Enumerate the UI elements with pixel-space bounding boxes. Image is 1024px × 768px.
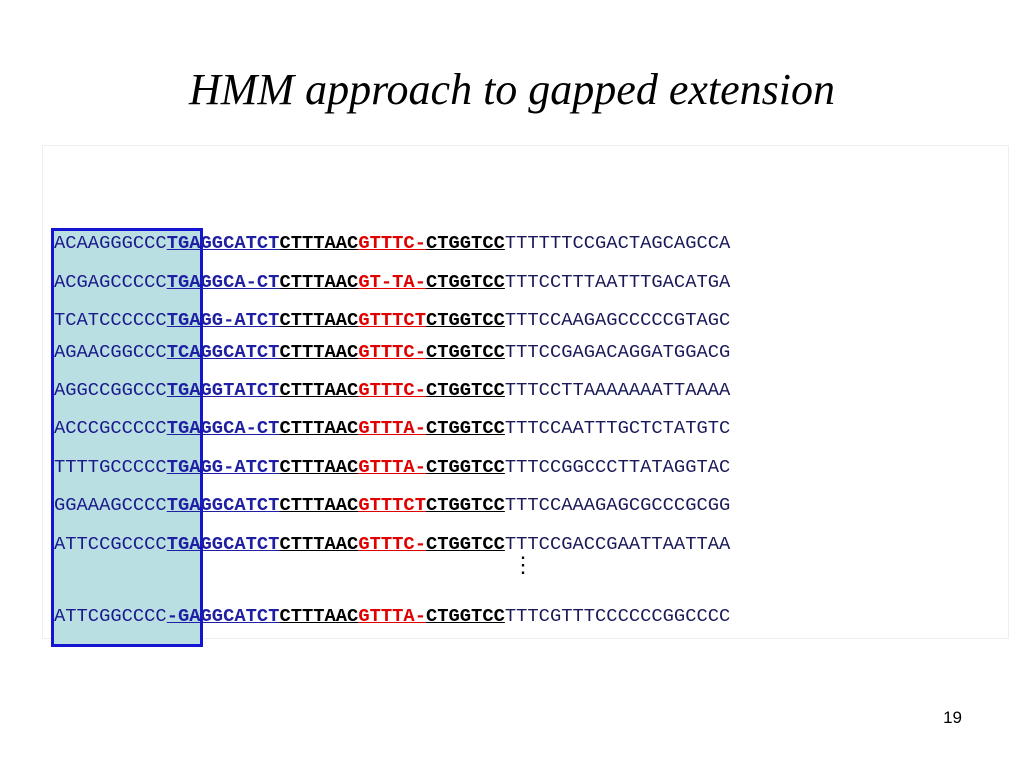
sequence-row: GGAAAGCCCCTGAGGCATCTCTTTAACGTTTCTCTGGTCC… <box>54 493 730 517</box>
sequence-core2: CTTTAAC <box>279 417 359 439</box>
sequence-core1: TGAGGCA-CT <box>166 271 280 293</box>
vertical-ellipsis: ⋮ <box>512 552 534 577</box>
sequence-suffix: TTTCCAATTTGCTCTATGTC <box>504 417 731 439</box>
sequence-core2: CTTTAAC <box>279 533 359 555</box>
sequence-row: TCATCCCCCCTGAGG-ATCTCTTTAACGTTTCTCTGGTCC… <box>54 308 730 332</box>
sequence-core1: TGAGGCATCT <box>166 533 280 555</box>
sequence-prefix: ATTCCGCCCC <box>54 533 167 555</box>
sequence-gap: GTTTC- <box>358 232 426 254</box>
sequence-suffix: TTTCCGGCCCTTATAGGTAC <box>504 456 731 478</box>
sequence-core1: TGAGGCATCT <box>166 494 280 516</box>
sequence-gap: GTTTC- <box>358 379 426 401</box>
sequence-core3: CTGGTCC <box>425 494 505 516</box>
highlight-column-box <box>51 228 203 647</box>
sequence-gap: GTTTA- <box>358 456 426 478</box>
sequence-core1: TGAGGCATCT <box>166 232 280 254</box>
sequence-core2: CTTTAAC <box>279 232 359 254</box>
sequence-core3: CTGGTCC <box>425 232 505 254</box>
sequence-gap: GT-TA- <box>358 271 426 293</box>
page-number: 19 <box>943 708 962 727</box>
sequence-row: ATTCCGCCCCTGAGGCATCTCTTTAACGTTTC-CTGGTCC… <box>54 532 730 556</box>
sequence-gap: GTTTA- <box>358 605 426 627</box>
sequence-core3: CTGGTCC <box>425 309 505 331</box>
sequence-row: AGAACGGCCCTCAGGCATCTCTTTAACGTTTC-CTGGTCC… <box>54 340 730 364</box>
sequence-core2: CTTTAAC <box>279 309 359 331</box>
sequence-core3: CTGGTCC <box>425 341 505 363</box>
sequence-prefix: ACGAGCCCCC <box>54 271 167 293</box>
sequence-row: ATTCGGCCCC-GAGGCATCTCTTTAACGTTTA-CTGGTCC… <box>54 604 730 628</box>
sequence-core2: CTTTAAC <box>279 271 359 293</box>
sequence-prefix: ACAAGGGCCC <box>54 232 167 254</box>
sequence-core3: CTGGTCC <box>425 417 505 439</box>
sequence-core3: CTGGTCC <box>425 456 505 478</box>
sequence-prefix: ACCCGCCCCC <box>54 417 167 439</box>
sequence-gap: GTTTC- <box>358 533 426 555</box>
sequence-gap: GTTTCT <box>358 494 426 516</box>
sequence-core1: TGAGGTATCT <box>166 379 280 401</box>
sequence-core3: CTGGTCC <box>425 379 505 401</box>
sequence-prefix: TTTTGCCCCC <box>54 456 167 478</box>
sequence-row: ACAAGGGCCCTGAGGCATCTCTTTAACGTTTC-CTGGTCC… <box>54 231 730 255</box>
sequence-gap: GTTTA- <box>358 417 426 439</box>
slide-title: HMM approach to gapped extension <box>188 65 835 114</box>
sequence-core2: CTTTAAC <box>279 456 359 478</box>
sequence-core3: CTGGTCC <box>425 271 505 293</box>
sequence-core1: -GAGGCATCT <box>166 605 280 627</box>
sequence-prefix: GGAAAGCCCC <box>54 494 167 516</box>
sequence-prefix: AGGCCGGCCC <box>54 379 167 401</box>
sequence-gap: GTTTC- <box>358 341 426 363</box>
sequence-suffix: TTTCCAAGAGCCCCCGTAGC <box>504 309 731 331</box>
sequence-prefix: ATTCGGCCCC <box>54 605 167 627</box>
sequence-row: ACGAGCCCCCTGAGGCA-CTCTTTAACGT-TA-CTGGTCC… <box>54 270 730 294</box>
sequence-suffix: TTTTTTCCGACTAGCAGCCA <box>504 232 731 254</box>
sequence-suffix: TTTCGTTTCCCCCCGGCCCC <box>504 605 731 627</box>
sequence-gap: GTTTCT <box>358 309 426 331</box>
sequence-suffix: TTTCCTTAAAAAAATTAAAA <box>504 379 731 401</box>
sequence-core2: CTTTAAC <box>279 494 359 516</box>
sequence-panel <box>42 145 1009 639</box>
sequence-suffix: TTTCCTTTAATTTGACATGA <box>504 271 731 293</box>
sequence-core1: TCAGGCATCT <box>166 341 280 363</box>
sequence-core2: CTTTAAC <box>279 379 359 401</box>
sequence-row: ACCCGCCCCCTGAGGCA-CTCTTTAACGTTTA-CTGGTCC… <box>54 416 730 440</box>
sequence-core1: TGAGG-ATCT <box>166 456 280 478</box>
sequence-prefix: TCATCCCCCC <box>54 309 167 331</box>
sequence-row: TTTTGCCCCCTGAGG-ATCTCTTTAACGTTTA-CTGGTCC… <box>54 455 730 479</box>
sequence-core3: CTGGTCC <box>425 605 505 627</box>
sequence-suffix: TTTCCGAGACAGGATGGACG <box>504 341 731 363</box>
sequence-suffix: TTTCCAAAGAGCGCCCGCGG <box>504 494 731 516</box>
sequence-suffix: TTTCCGACCGAATTAATTAA <box>504 533 731 555</box>
sequence-core3: CTGGTCC <box>425 533 505 555</box>
sequence-prefix: AGAACGGCCC <box>54 341 167 363</box>
sequence-row: AGGCCGGCCCTGAGGTATCTCTTTAACGTTTC-CTGGTCC… <box>54 378 730 402</box>
sequence-core1: TGAGG-ATCT <box>166 309 280 331</box>
sequence-core2: CTTTAAC <box>279 605 359 627</box>
sequence-core1: TGAGGCA-CT <box>166 417 280 439</box>
sequence-core2: CTTTAAC <box>279 341 359 363</box>
